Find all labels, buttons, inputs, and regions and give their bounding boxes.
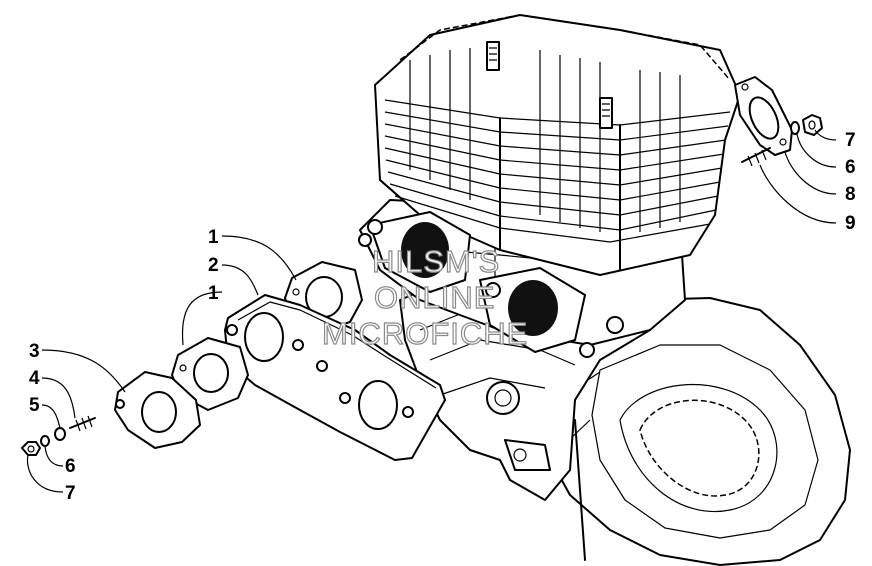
intake-adapter-plate xyxy=(224,294,446,461)
callout-3: 3 xyxy=(29,341,40,362)
hardware-left xyxy=(21,415,96,456)
callout-7-right: 7 xyxy=(845,130,856,151)
callout-2: 2 xyxy=(208,255,219,276)
hardware-right xyxy=(741,114,823,167)
callout-9: 9 xyxy=(845,213,856,234)
exhaust-gasket xyxy=(734,76,793,156)
callout-6-left: 6 xyxy=(65,456,76,477)
callout-8: 8 xyxy=(845,184,856,205)
intake-gasket-lower xyxy=(171,337,249,411)
callout-5: 5 xyxy=(29,395,40,416)
leader-lines xyxy=(26,129,837,493)
engine-assembly xyxy=(358,14,851,566)
callout-1-lower: 1 xyxy=(208,283,219,304)
intake-flange xyxy=(114,371,201,449)
callout-7-left: 7 xyxy=(65,483,76,504)
watermark-line-2: ONLINE xyxy=(373,280,496,315)
watermark-line-3: MICROFICHE xyxy=(321,316,529,351)
callout-6-right: 6 xyxy=(845,157,856,178)
watermark-line-1: HILSM'S xyxy=(371,244,501,279)
callout-1-upper: 1 xyxy=(208,227,219,248)
callout-4: 4 xyxy=(29,368,40,389)
